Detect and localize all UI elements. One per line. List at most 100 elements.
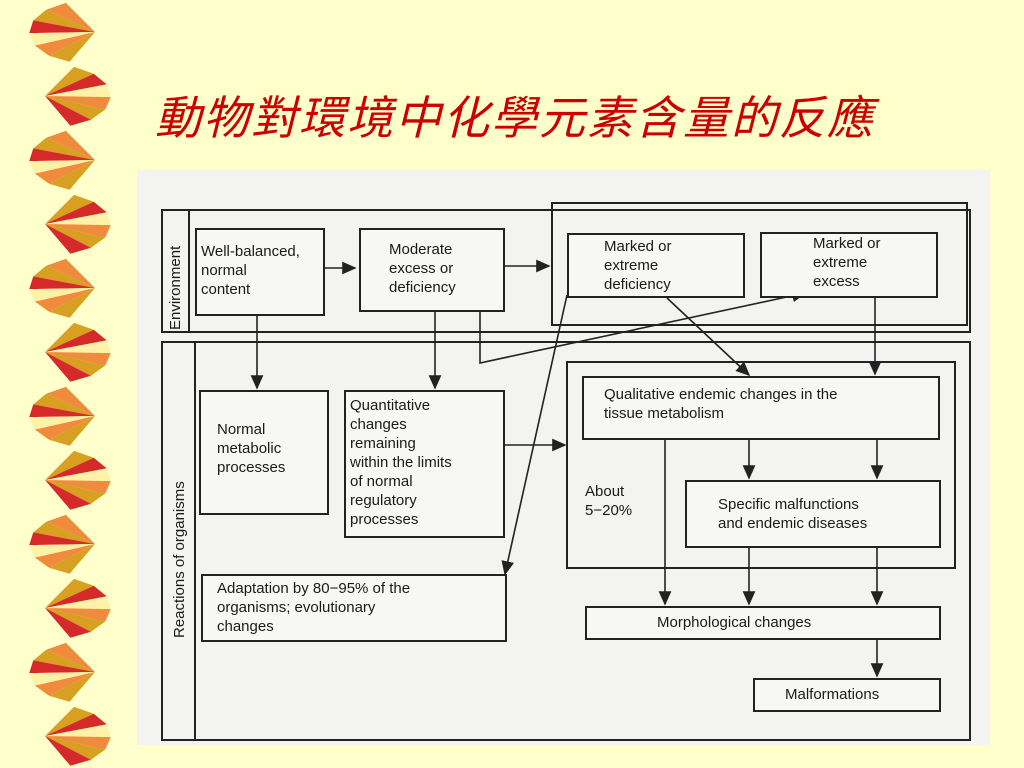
ribbon-segment xyxy=(46,514,95,544)
ribbon-segment xyxy=(33,649,95,672)
node-well-balanced xyxy=(195,228,325,316)
ribbon-segment xyxy=(33,9,95,32)
decorative-ribbon xyxy=(29,2,111,766)
flow-diagram: Environment Reactions of organisms Well-… xyxy=(137,170,990,745)
ribbon-segment xyxy=(46,2,95,32)
ribbon-segment xyxy=(45,713,107,736)
node-adaptation xyxy=(201,574,507,642)
node-about-text: About 5−20% xyxy=(585,483,633,519)
node-well-balanced-text: Well-balanced, normal content xyxy=(201,243,300,298)
arrow-deficiency-to-qualitative xyxy=(666,297,751,377)
ribbon-segment xyxy=(49,544,95,574)
ribbon-segment xyxy=(29,404,95,418)
arrow-moderate-to-excess xyxy=(479,289,807,364)
ribbon-segment xyxy=(45,608,91,638)
ribbon-segment xyxy=(34,544,95,568)
ribbon-segment xyxy=(45,608,111,622)
ribbon-segment xyxy=(29,148,95,162)
node-marked-excess xyxy=(760,232,938,298)
ribbon-segment xyxy=(45,736,91,766)
ribbon-segment xyxy=(29,288,95,302)
node-specific xyxy=(685,480,941,548)
ribbon-segment xyxy=(29,532,95,546)
ribbon-segment xyxy=(45,212,111,226)
ribbon-segment xyxy=(29,416,95,430)
node-adaptation-text: Adaptation by 80−95% of the organisms; e… xyxy=(217,580,411,635)
environment-label: Environment xyxy=(167,245,184,330)
ribbon-segment xyxy=(33,393,95,416)
ribbon-segment xyxy=(45,96,91,126)
ribbon-segment xyxy=(49,416,95,446)
ribbon-segment xyxy=(45,585,107,608)
node-morphological-text: Morphological changes xyxy=(657,614,812,631)
ribbon-segment xyxy=(34,672,95,696)
ribbon-segment xyxy=(45,96,111,110)
ribbon-segment xyxy=(45,468,111,482)
ribbon-segment xyxy=(49,160,95,190)
ribbon-segment xyxy=(45,352,111,366)
diagram-lines xyxy=(161,202,971,741)
ribbon-segment xyxy=(33,521,95,544)
ribbon-segment xyxy=(45,736,111,750)
ribbon-segment xyxy=(45,340,111,354)
ribbon-segment xyxy=(29,20,95,34)
ribbon-segment xyxy=(46,258,95,288)
ribbon-segment xyxy=(45,352,91,382)
ribbon-segment xyxy=(45,201,107,224)
node-malformations-text: Malformations xyxy=(785,686,880,703)
ribbon-segment xyxy=(45,480,111,494)
node-marked-deficiency xyxy=(567,233,745,298)
ribbon-segment xyxy=(45,450,94,480)
node-qualitative-text: Qualitative endemic changes in the tissu… xyxy=(604,386,838,422)
ribbon-segment xyxy=(45,457,107,480)
node-quantitative xyxy=(344,390,505,538)
node-malformations xyxy=(753,678,941,712)
ribbon-segment xyxy=(45,73,107,96)
ribbon-segment xyxy=(34,32,95,56)
slide-title: 動物對環境中化學元素含量的反應 xyxy=(155,91,875,145)
ribbon-segment xyxy=(34,160,95,184)
ribbon-segment xyxy=(34,416,95,440)
ribbon-segment xyxy=(45,596,111,610)
ribbon-segment xyxy=(29,276,95,290)
ribbon-segment xyxy=(46,130,95,160)
ribbon-segment xyxy=(49,32,95,62)
node-quantitative-text: Quantitative changes remaining within th… xyxy=(350,397,452,528)
node-normal-metabolic-text: Normal metabolic processes xyxy=(217,421,286,476)
node-marked-excess-text: Marked or extreme excess xyxy=(813,235,881,290)
ribbon-segment xyxy=(29,672,95,686)
node-marked-deficiency-text: Marked or extreme deficiency xyxy=(604,238,672,293)
ribbon-segment xyxy=(45,329,107,352)
ribbon-segment xyxy=(45,352,106,376)
arrow-deficiency-to-adaptation xyxy=(501,294,568,576)
endemic-group-frame xyxy=(566,361,956,569)
ribbon-segment xyxy=(33,137,95,160)
ribbon-segment xyxy=(45,194,94,224)
ribbon-segment xyxy=(45,608,106,632)
ribbon-segment xyxy=(45,322,94,352)
node-moderate xyxy=(359,228,505,312)
ribbon-segment xyxy=(45,84,111,98)
node-morphological xyxy=(585,606,941,640)
ribbon-segment xyxy=(45,706,94,736)
node-qualitative xyxy=(582,376,940,440)
marked-group-frame xyxy=(551,202,968,326)
ribbon-segment xyxy=(45,96,106,120)
ribbon-segment xyxy=(45,480,106,504)
ribbon-segment xyxy=(29,32,95,46)
ribbon-segment xyxy=(45,224,106,248)
ribbon-segment xyxy=(49,672,95,702)
ribbon-segment xyxy=(46,642,95,672)
environment-frame xyxy=(161,209,971,333)
node-normal-metabolic xyxy=(199,390,329,515)
ribbon-segment xyxy=(45,224,91,254)
reactions-frame xyxy=(161,341,971,741)
node-moderate-text: Moderate excess or deficiency xyxy=(389,241,456,296)
ribbon-segment xyxy=(29,544,95,558)
ribbon-segment xyxy=(45,480,91,510)
ribbon-segment xyxy=(45,66,94,96)
ribbon-segment xyxy=(45,724,111,738)
ribbon-segment xyxy=(45,224,111,238)
ribbon-segment xyxy=(46,386,95,416)
ribbon-segment xyxy=(29,160,95,174)
